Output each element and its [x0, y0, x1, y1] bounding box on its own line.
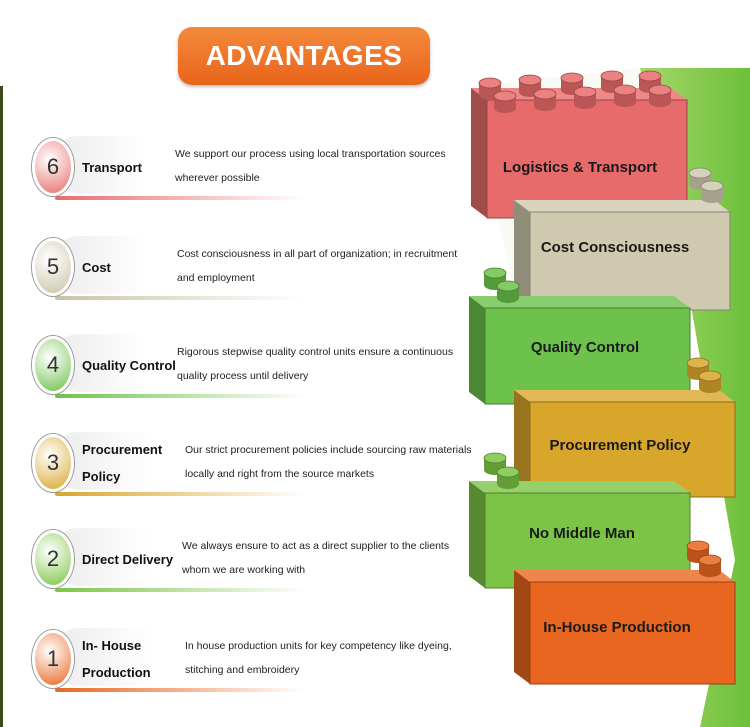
row-description: We support our process using local trans…: [175, 148, 446, 184]
row-title: Quality Control: [82, 358, 176, 373]
advantage-row: 6 Transport We support our process using l…: [0, 128, 480, 208]
row-title: Direct Delivery: [82, 552, 174, 567]
block-label: Cost Consciousness: [541, 239, 689, 256]
step-number: 6: [32, 138, 74, 196]
step-number: 3: [32, 434, 74, 492]
advantage-row: 5 Cost Cost consciousness in all part of o…: [0, 228, 480, 308]
block-label: No Middle Man: [529, 525, 635, 542]
lego-block: Quality Control: [469, 267, 691, 405]
row-description: Our strict procurement policies include …: [185, 444, 472, 480]
row-underline: [55, 588, 305, 592]
row-underline: [55, 394, 305, 398]
lego-block: In-House Production: [514, 540, 736, 685]
row-description: We always ensure to act as a direct supp…: [182, 540, 450, 576]
row-underline: [55, 688, 305, 692]
step-number: 4: [32, 336, 74, 394]
block-label: Quality Control: [531, 339, 639, 356]
left-edge-line: [0, 86, 3, 727]
row-description: In house production units for key compet…: [185, 640, 452, 676]
advantage-row: 2 Direct Delivery We always ensure to act …: [0, 520, 480, 600]
lego-block: Cost Consciousness: [514, 167, 731, 311]
row-description: Rigorous stepwise quality control units …: [177, 346, 454, 382]
advantages-title: ADVANTAGES: [178, 27, 430, 85]
row-underline: [55, 296, 305, 300]
row-description: Cost consciousness in all part of organi…: [177, 248, 458, 284]
block-label: Procurement Policy: [550, 437, 692, 454]
step-number: 2: [32, 530, 74, 588]
row-background: [50, 628, 195, 686]
row-title: Transport: [82, 160, 142, 175]
row-background: [50, 432, 195, 490]
row-underline: [55, 196, 305, 200]
row-title: In- House Production: [82, 638, 151, 680]
step-number: 1: [32, 630, 74, 688]
row-title: Cost: [82, 260, 111, 275]
row-title: Procurement Policy: [82, 442, 163, 484]
block-label: Logistics & Transport: [503, 159, 657, 176]
lego-block: Logistics & Transport: [471, 70, 688, 219]
block-label: In-House Production: [543, 619, 691, 636]
step-number: 5: [32, 238, 74, 296]
row-underline: [55, 492, 305, 496]
